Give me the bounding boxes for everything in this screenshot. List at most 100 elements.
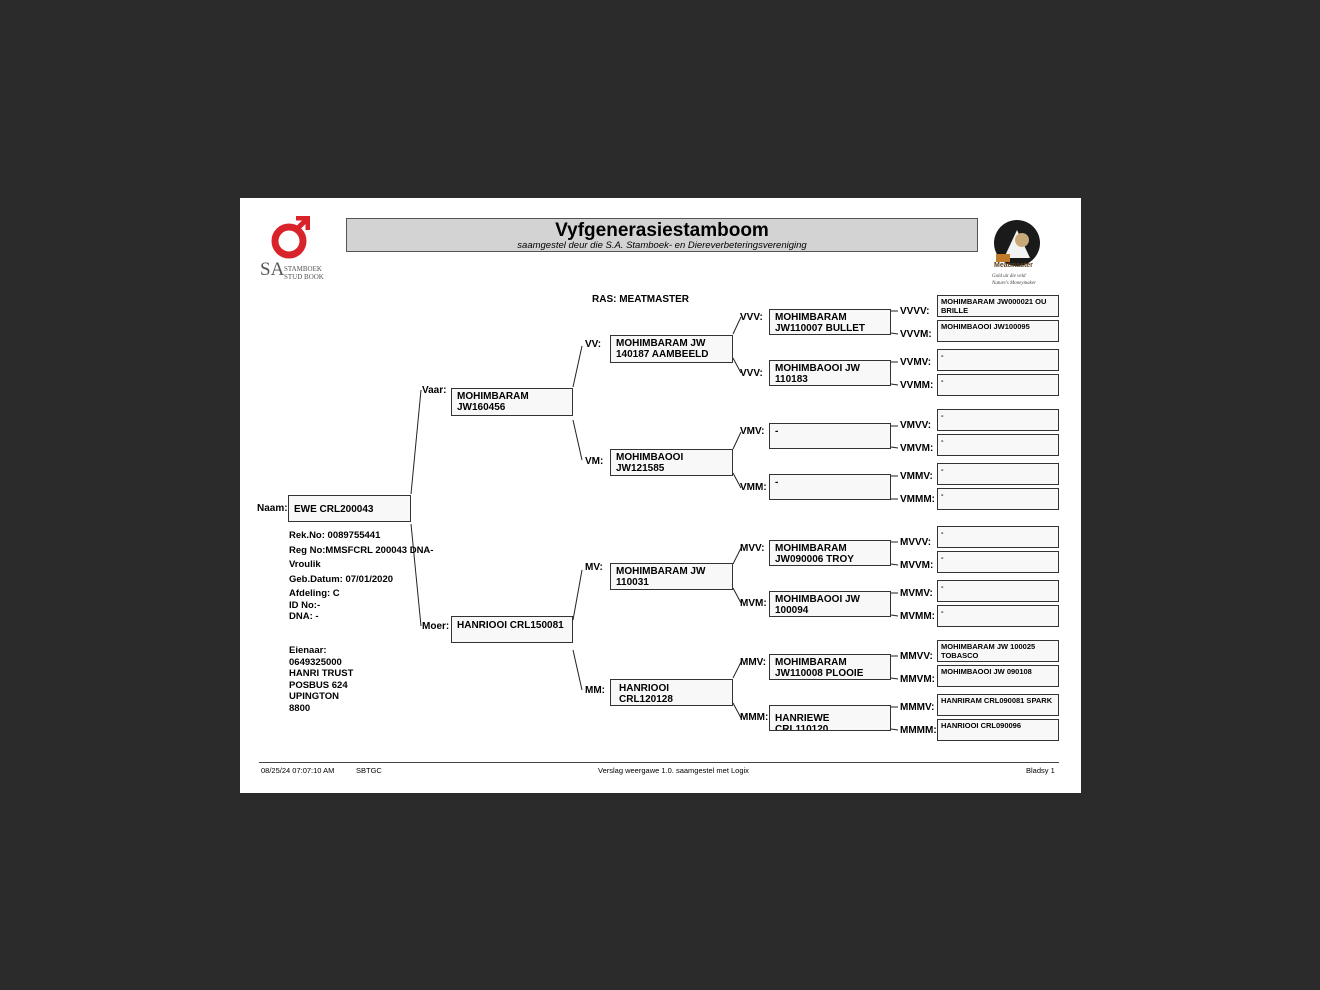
birth-date: Geb.Datum: 07/01/2020 <box>289 573 394 585</box>
dam-name: HANRIOOI CRL150081 <box>457 620 564 631</box>
vaar-label: Vaar: <box>422 385 447 396</box>
gen4-box-vmmv[interactable]: - <box>937 463 1059 485</box>
mvm-label: MVM: <box>740 598 767 609</box>
studbook-emblem-icon <box>271 216 310 259</box>
vmv-name: - <box>775 426 779 437</box>
mvm-box[interactable]: MOHIMBAOOI JW 100094 <box>769 591 891 617</box>
gen4-box-mmmv[interactable]: HANRIRAM CRL090081 SPARK <box>937 694 1059 716</box>
title-bar: Vyfgenerasiestamboom saamgestel deur die… <box>346 218 978 252</box>
vv-label: VV: <box>585 339 602 350</box>
mmm-name: HANRIEWE CRL110120 <box>775 713 830 731</box>
vvm-name: MOHIMBAOOI JW 110183 <box>775 363 860 385</box>
vm-label: VM: <box>585 456 604 467</box>
footer-code: SBTGC <box>356 766 382 775</box>
gen4-label-vvvv: VVVV: <box>900 306 930 317</box>
dna: DNA: - <box>289 611 319 622</box>
vvm-box[interactable]: MOHIMBAOOI JW 110183 <box>769 360 891 386</box>
gen4-name-mvmm: - <box>941 607 944 616</box>
gen4-label-vvmm: VVMM: <box>900 380 934 391</box>
gen4-name-mvmv: - <box>941 582 944 591</box>
dam-box[interactable]: HANRIOOI CRL150081 <box>451 616 573 643</box>
subject-animal-box[interactable]: EWE CRL200043 <box>288 495 411 522</box>
vmv-box[interactable]: - <box>769 423 891 449</box>
owner-name: HANRI TRUST <box>289 668 354 679</box>
mmv-label: MMV: <box>740 657 767 668</box>
gen4-name-vmmm: - <box>941 490 944 499</box>
gen4-name-mmvv: MOHIMBARAM JW 100025 TOBASCO <box>941 642 1036 660</box>
gen4-name-vmvv: - <box>941 411 944 420</box>
gen4-label-mmmm: MMMM: <box>900 725 937 736</box>
gen4-box-mmvv[interactable]: MOHIMBARAM JW 100025 TOBASCO <box>937 640 1059 662</box>
mvm-name: MOHIMBAOOI JW 100094 <box>775 594 860 616</box>
mmm-label: MMM: <box>740 712 769 723</box>
gen4-label-mmmv: MMMV: <box>900 702 935 713</box>
owner-number: 0649325000 <box>289 656 342 668</box>
owner-address2: UPINGTON <box>289 691 339 702</box>
sire-box[interactable]: MOHIMBARAM JW160456 <box>451 388 573 416</box>
mv-name: MOHIMBARAM JW 110031 <box>616 566 706 588</box>
footer-page: Bladsy 1 <box>1026 766 1055 775</box>
vv-name: MOHIMBARAM JW 140187 AAMBEELD <box>616 338 709 360</box>
gen4-label-vmvm: VMVM: <box>900 443 934 454</box>
gen4-label-vmmm: VMMM: <box>900 494 935 505</box>
mm-name: HANRIOOI CRL120128 <box>619 683 673 705</box>
gen4-box-mvmm[interactable]: - <box>937 605 1059 627</box>
vmm-name: - <box>775 477 779 488</box>
gen4-label-mvvv: MVVV: <box>900 537 932 548</box>
gen4-box-vvvm[interactable]: MOHIMBAOOI JW100095 <box>937 320 1059 342</box>
gen4-label-vmvv: VMVV: <box>900 420 932 431</box>
gen4-box-mvvv[interactable]: - <box>937 526 1059 548</box>
gen4-box-mvvm[interactable]: - <box>937 551 1059 573</box>
gen4-label-mvmm: MVMM: <box>900 611 935 622</box>
mv-box[interactable]: MOHIMBARAM JW 110031 <box>610 563 733 590</box>
page-subtitle: saamgestel deur die S.A. Stamboek- en Di… <box>517 240 807 251</box>
gen4-label-mvvm: MVVM: <box>900 560 934 571</box>
gen4-name-mvvm: - <box>941 553 944 562</box>
logo-sa-text: SA <box>260 259 285 280</box>
mv-label: MV: <box>585 562 603 573</box>
vm-name: MOHIMBAOOI JW121585 <box>616 452 684 474</box>
gen4-name-mvvv: - <box>941 528 944 537</box>
gen4-name-mmmv: HANRIRAM CRL090081 SPARK <box>941 696 1053 705</box>
gen4-box-vvmm[interactable]: - <box>937 374 1059 396</box>
vmm-box[interactable]: - <box>769 474 891 500</box>
gen4-name-vvvm: MOHIMBAOOI JW100095 <box>941 322 1030 331</box>
gen4-name-vvmv: - <box>941 351 944 360</box>
gen4-box-vmmm[interactable]: - <box>937 488 1059 510</box>
meatmaster-tagline2: Nature's Moneymaker <box>992 281 1037 286</box>
logo-line2: STUD BOOK <box>284 273 324 281</box>
gen4-label-vvvm: VVVM: <box>900 329 932 340</box>
owner-details: Eienaar: 0649325000 HANRI TRUST POSBUS 6… <box>289 645 353 714</box>
footer-timestamp: 08/25/24 07:07:10 AM <box>261 766 335 775</box>
gen4-box-vmvv[interactable]: - <box>937 409 1059 431</box>
gen4-box-mvmv[interactable]: - <box>937 580 1059 602</box>
meatmaster-logo: Meatmaster Gold uit die veld Nature's Mo… <box>990 218 1044 290</box>
owner-postcode: 8800 <box>289 702 311 714</box>
mmv-box[interactable]: MOHIMBARAM JW110008 PLOOIE <box>769 654 891 680</box>
subject-animal-name: EWE CRL200043 <box>294 504 374 515</box>
sa-studbook-logo: SA STAMBOEK STUD BOOK <box>258 216 330 284</box>
vm-box[interactable]: MOHIMBAOOI JW121585 <box>610 449 733 476</box>
vvm-label: VVV: <box>740 368 763 379</box>
naam-label: Naam: <box>257 503 288 514</box>
mm-box[interactable]: HANRIOOI CRL120128 <box>610 679 733 706</box>
gen4-box-mmmm[interactable]: HANRIOOI CRL090096 <box>937 719 1059 741</box>
gen4-box-mmvm[interactable]: MOHIMBAOOI JW 090108 <box>937 665 1059 687</box>
gen4-name-vmvm: - <box>941 436 944 445</box>
vv-box[interactable]: MOHIMBARAM JW 140187 AAMBEELD <box>610 335 733 363</box>
meatmaster-emblem-icon <box>994 220 1040 266</box>
gen4-label-mmvv: MMVV: <box>900 651 933 662</box>
gen4-label-mvmv: MVMV: <box>900 588 933 599</box>
reg-no: Reg No:MMSFCRL 200043 DNA- <box>289 544 434 556</box>
gen4-name-vvmm: - <box>941 376 944 385</box>
vvv-box[interactable]: MOHIMBARAM JW110007 BULLET <box>769 309 891 335</box>
gen4-name-mmmm: HANRIOOI CRL090096 <box>941 721 1022 730</box>
mmm-box[interactable]: HANRIEWE CRL110120 <box>769 705 891 731</box>
vvv-label: VVV: <box>740 312 763 323</box>
gen4-box-vvmv[interactable]: - <box>937 349 1059 371</box>
mvv-box[interactable]: MOHIMBARAM JW090006 TROY <box>769 540 891 566</box>
gen4-label-mmvm: MMVM: <box>900 674 935 685</box>
gen4-box-vvvv[interactable]: MOHIMBARAM JW000021 OU BRILLE <box>937 295 1059 317</box>
gen4-box-vmvm[interactable]: - <box>937 434 1059 456</box>
pedigree-connector-lines <box>410 310 899 731</box>
